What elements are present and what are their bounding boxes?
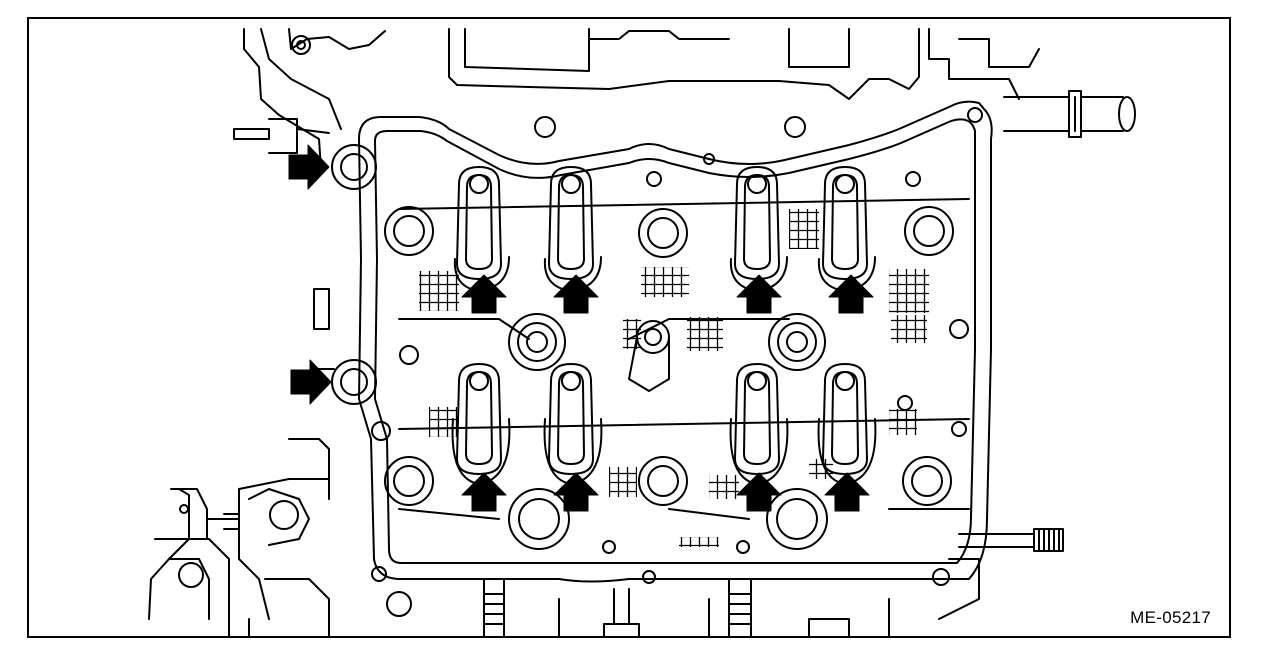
figure-frame: ME-05217 [27, 17, 1231, 638]
arrow-up-icon [736, 274, 782, 314]
engine-head-drawing [148, 28, 1136, 636]
hatched-areas [419, 209, 929, 547]
arrow-up-icon [461, 472, 507, 512]
rocker-arm [543, 363, 603, 485]
rocker-arm [451, 363, 511, 485]
right-side-components [938, 528, 1064, 620]
rocker-arm [453, 166, 510, 292]
figure-code: ME-05217 [1130, 608, 1211, 627]
arrow-up-icon [828, 274, 874, 314]
rocker-arms [451, 166, 877, 485]
rocker-arm [729, 166, 788, 292]
lower-block-details [386, 578, 890, 636]
rocker-arm [817, 166, 876, 292]
bolt-holes [331, 107, 983, 586]
arrow-up-icon [824, 472, 870, 512]
arrow-up-icon [461, 274, 507, 314]
arrow-right-icon [290, 359, 332, 405]
left-side-components [148, 118, 335, 636]
arrow-right-icon [288, 144, 330, 190]
arrow-up-icon [553, 274, 599, 314]
arrow-up-icon [736, 472, 782, 512]
arrow-up-icon [553, 472, 599, 512]
callout-arrows [288, 144, 874, 512]
upper-engine-block [243, 28, 1136, 170]
rocker-arm [543, 166, 602, 292]
